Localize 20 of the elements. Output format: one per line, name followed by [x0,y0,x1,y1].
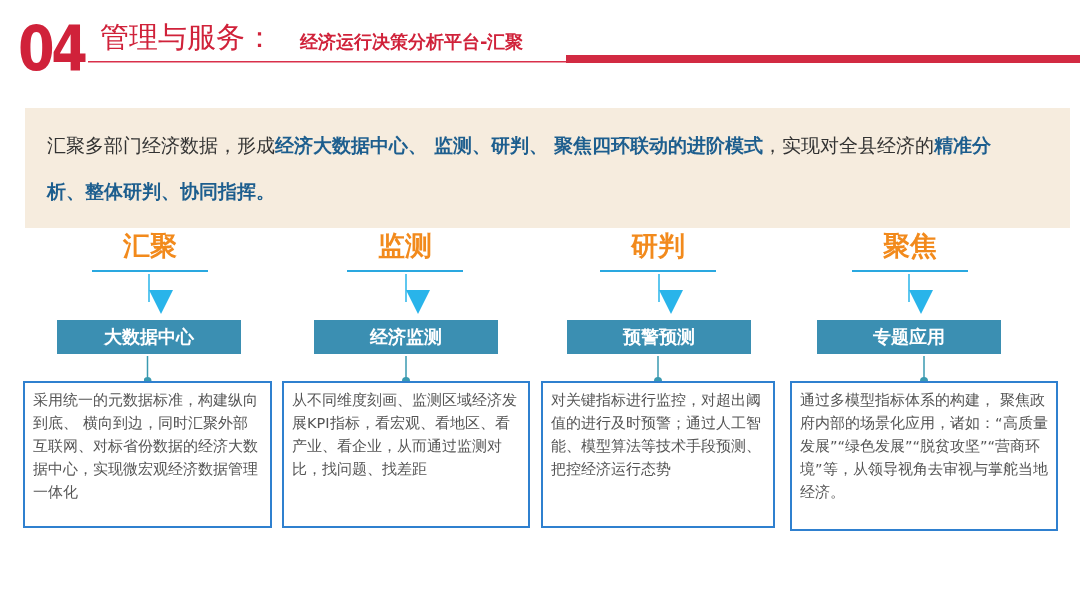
category-label-bar: 专题应用 [817,320,1001,354]
down-arrow [148,273,173,314]
section-heading: 研判 [600,226,716,272]
description-box: 对关键指标进行监控，对超出阈值的进行及时预警；通过人工智能、模型算法等技术手段预测、把控经济运行态势 [541,381,775,528]
description-box: 通过多模型指标体系的构建， 聚焦政府内部的场景化应用，诸如：“高质量发展”“绿色发展”“脱贫攻坚”“营商环境”等，从领导视角去审视与掌舵当地经济。 [790,381,1058,531]
down-arrow [405,273,430,314]
section-heading: 汇聚 [92,226,208,272]
description-box: 从不同维度刻画、监测区域经济发展KPI指标，看宏观、看地区、看产业、看企业，从而通过监测对比，找问题、找差距 [282,381,530,528]
section-heading: 聚焦 [852,226,968,272]
summary-banner: 汇聚多部门经济数据，形成经济大数据中心、 监测、研判、 聚焦四环联动的进阶模式，实现对全县经济的精准分析、整体研判、协同指挥。 [25,108,1070,228]
section-number: 04 [18,14,85,84]
down-arrow [658,273,683,314]
description-box: 采用统一的元数据标准，构建纵向到底、 横向到边，同时汇聚外部互联网、对标省份数据的经济大数据中心，实现微宏观经济数据管理一体化 [23,381,272,528]
category-label-bar: 预警预测 [567,320,751,354]
category-label-bar: 大数据中心 [57,320,241,354]
title: 管理与服务： [100,19,274,56]
section-heading: 监测 [347,226,463,272]
subtitle: 经济运行决策分析平台-汇聚 [300,30,524,54]
category-label-bar: 经济监测 [314,320,498,354]
down-arrow [908,273,933,314]
